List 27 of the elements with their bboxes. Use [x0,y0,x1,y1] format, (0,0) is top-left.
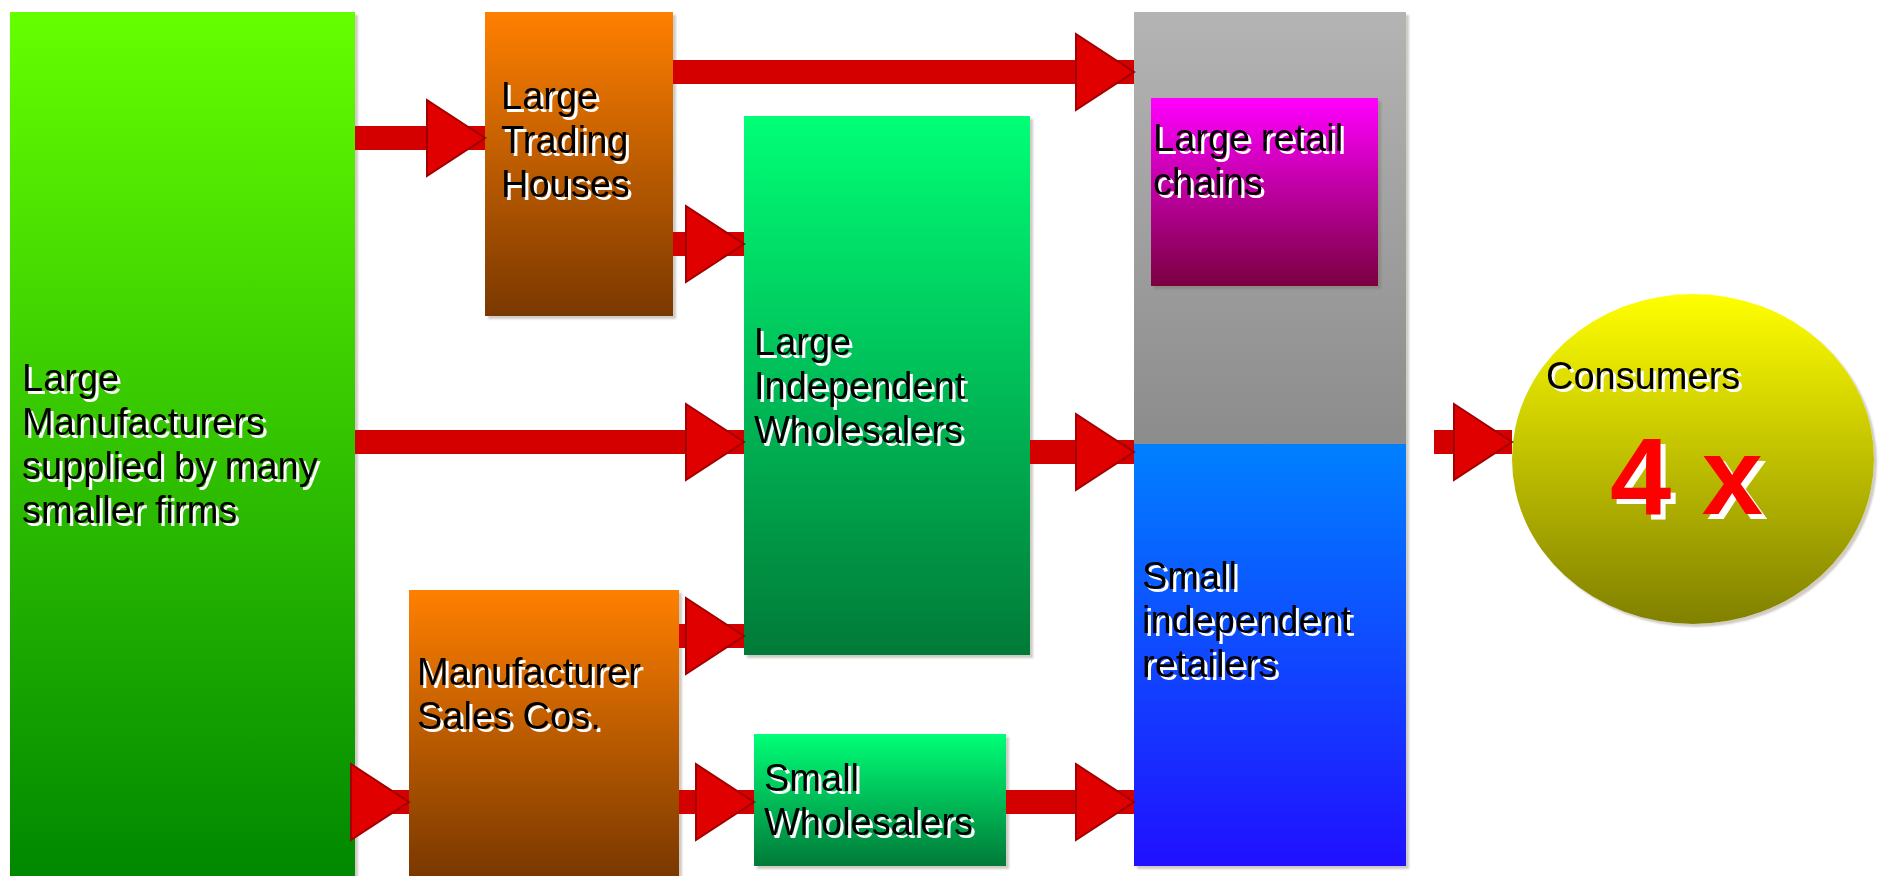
block-arrow [679,763,755,841]
node-label: Manufacturer Sales Cos. [417,650,642,738]
block-arrow [679,597,745,675]
block-arrow [1030,413,1135,491]
process-box [485,12,673,316]
block-arrow [1006,763,1135,841]
block-arrow [673,33,1135,111]
process-box [1151,98,1378,286]
node-label: Consumers [1546,354,1742,398]
block-arrow [355,403,745,481]
node-label: Large Manufacturers supplied by many smaller firms [22,356,319,532]
node-label: Large retail chains [1153,116,1345,204]
node-label: Small independent retailers [1142,554,1353,686]
node-label: Small Wholesalers [764,756,975,844]
block-arrow [355,99,486,177]
panel-box [1134,12,1406,444]
process-box [10,12,355,876]
node-label: Large Independent Wholesalers [754,319,967,452]
block-arrow [1434,403,1513,481]
process-box [744,116,1030,655]
block-arrow [673,205,745,283]
process-box [409,590,679,876]
node-label: Large Trading Houses [501,74,631,206]
block-arrow [350,763,410,841]
process-box [1134,444,1406,866]
multiplier-text: 4 x [1610,416,1764,536]
process-box [754,734,1006,866]
